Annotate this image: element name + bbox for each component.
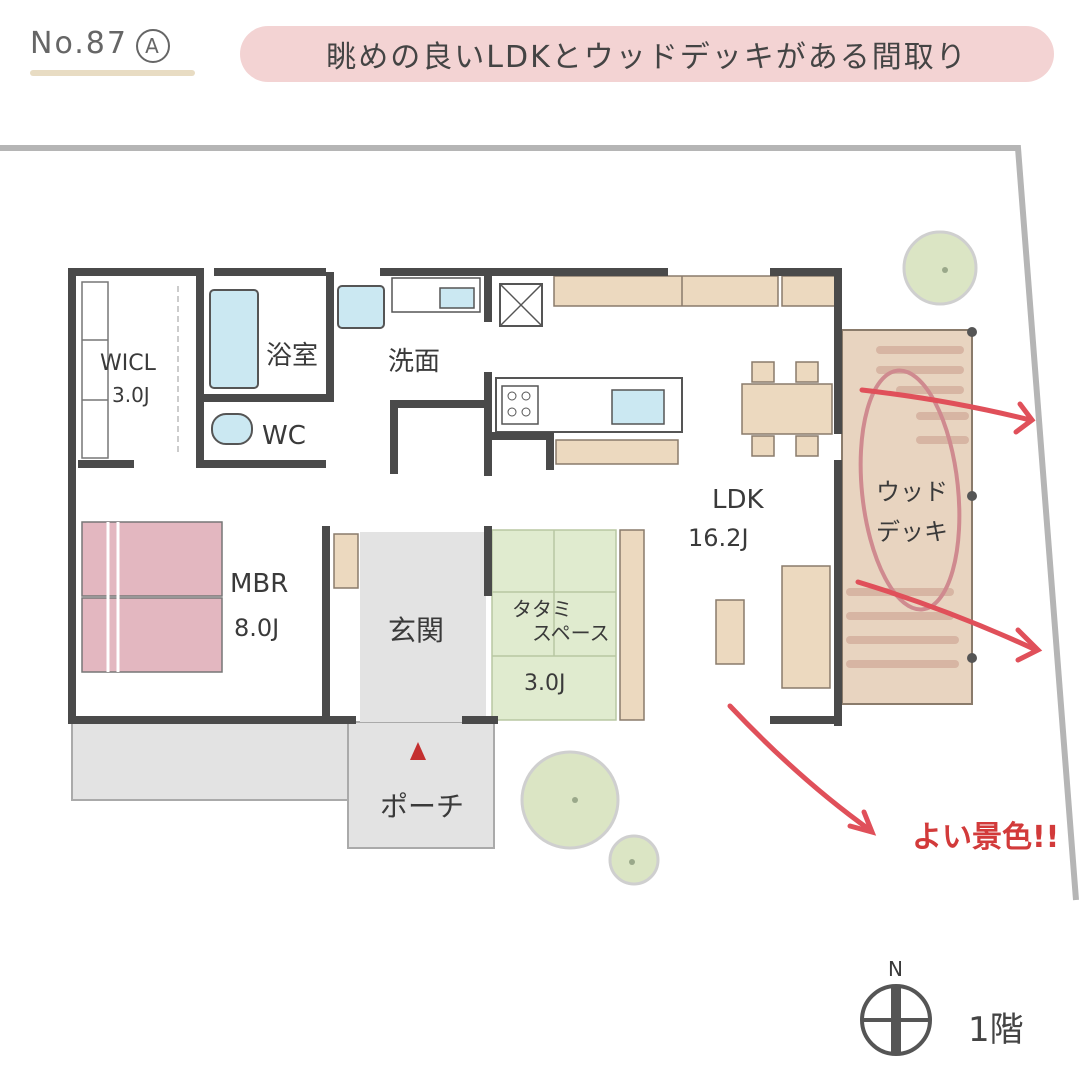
site-boundary [0, 145, 1079, 901]
mbr-size: 8.0J [234, 614, 279, 642]
tatami-label-line1: タタミ [512, 597, 572, 621]
toilet-icon [211, 413, 253, 445]
deck-highlight [858, 368, 962, 612]
kitchen-sink [611, 389, 665, 425]
title-banner: 眺めの良いLDKとウッドデッキがある間取り [240, 26, 1054, 82]
dining-set [741, 361, 833, 457]
wc-label: WC [262, 421, 306, 451]
tree-icon [902, 230, 978, 306]
tatami-size: 3.0J [524, 671, 565, 696]
ldk-label: LDK [712, 485, 765, 515]
wicl-size: 3.0J [112, 383, 150, 407]
wood-deck [841, 327, 977, 705]
bathtub-icon [209, 289, 259, 389]
deck-label-line1: ウッド [876, 478, 948, 506]
variant-badge: A [135, 29, 170, 63]
entrance-marker-icon [410, 742, 426, 760]
bath-label: 浴室 [266, 341, 318, 371]
washbasin-icon [337, 285, 385, 329]
exterior-paving [71, 721, 349, 801]
entrance-label: 玄関 [388, 614, 444, 647]
view-annotation: よい景色!! [912, 820, 1060, 855]
floor-label: 1階 [968, 1010, 1024, 1050]
plan-number-underline [30, 70, 195, 76]
washroom-label: 洗面 [388, 347, 440, 377]
closet-shelves [81, 281, 179, 459]
vanity-sink-icon [439, 287, 475, 309]
compass-icon [860, 984, 932, 1056]
porch-label: ポーチ [380, 790, 464, 823]
mbr-label: MBR [230, 569, 288, 599]
view-arrows [727, 387, 1043, 836]
cabinets [333, 275, 837, 721]
ldk-size: 16.2J [688, 524, 749, 552]
stove-icon [501, 385, 539, 425]
compass-north-label: N [888, 957, 903, 981]
tatami-label-line2: スペース [532, 621, 610, 645]
tree-icon [520, 750, 620, 850]
porch [347, 721, 495, 849]
plan-number-text: No.87 [30, 26, 128, 61]
deck-label-line2: デッキ [876, 518, 948, 546]
entrance-floor [360, 532, 486, 722]
tree-group [520, 230, 978, 886]
wicl-label: WICL [100, 351, 157, 376]
bed-icon [81, 521, 223, 673]
page-title: 眺めの良いLDKとウッドデッキがある間取り [326, 40, 968, 75]
walls [68, 268, 842, 726]
